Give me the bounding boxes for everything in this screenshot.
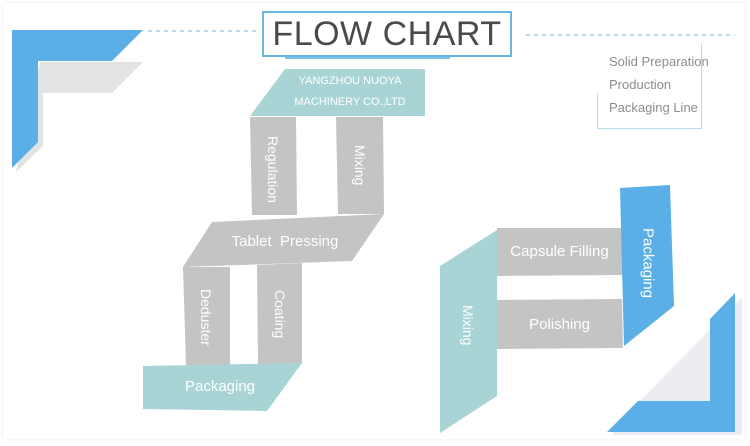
- label-mixing: Mixing: [352, 144, 368, 186]
- label-packaging-tablet: Packaging: [184, 377, 256, 395]
- label-packaging-capsule: Packaging: [639, 227, 657, 299]
- company-banner: [250, 69, 425, 116]
- label-polishing: Polishing: [529, 315, 590, 333]
- side-note-frame: [598, 43, 702, 129]
- corner-decoration-bottom-right: [607, 293, 735, 432]
- title-box: FLOW CHART: [262, 11, 512, 57]
- label-tablet-pressing: Tablet Pressing: [231, 232, 339, 250]
- label-mixing-capsule: Mixing: [460, 304, 476, 346]
- step-mixing-capsule: [440, 230, 497, 433]
- step-mixing: [336, 117, 384, 214]
- step-packaging-capsule: [620, 185, 674, 346]
- step-tablet-pressing: [183, 214, 384, 267]
- title-underline: [285, 57, 450, 59]
- side-note-line: Packaging Line: [609, 100, 698, 115]
- step-deduster: [183, 267, 230, 365]
- corner-decoration-top-left-shadow: [16, 62, 143, 172]
- step-polishing: [497, 299, 623, 349]
- label-regulation: Regulation: [265, 135, 281, 203]
- company-name-line-2: MACHINERY CO.,LTD: [294, 96, 406, 108]
- corner-decoration-bottom-right-shadow: [612, 297, 742, 435]
- page-title: FLOW CHART: [272, 14, 502, 53]
- label-coating: Coating: [272, 290, 288, 339]
- corner-decoration-top-left: [12, 30, 143, 168]
- side-note-frame-left: [597, 93, 598, 129]
- label-capsule-filling: Capsule Filling: [510, 242, 609, 260]
- company-name-line-1: YANGZHOU NUOYA: [298, 75, 402, 87]
- side-note-line: Production: [609, 77, 672, 92]
- step-capsule-filling: [497, 228, 623, 276]
- step-packaging-tablet: [143, 363, 302, 411]
- side-note-line: Solid Preparation: [609, 54, 709, 69]
- step-coating: [257, 263, 302, 364]
- label-deduster: Deduster: [198, 289, 214, 346]
- step-regulation: [250, 117, 297, 215]
